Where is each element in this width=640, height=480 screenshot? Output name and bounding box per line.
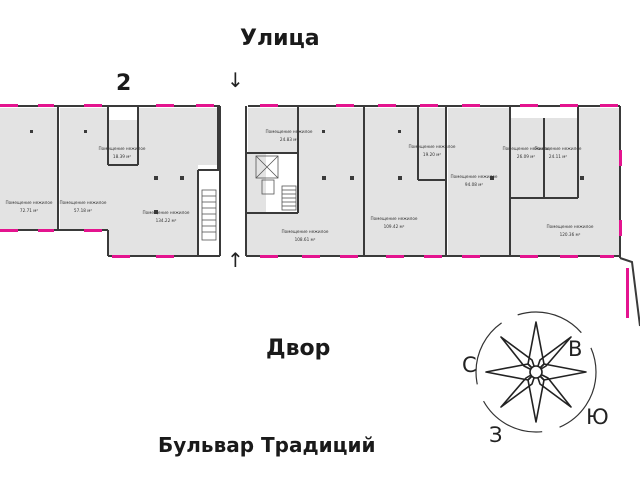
room-title-r1: Помещение нежилое <box>6 200 53 205</box>
room-title-r10: Помещение нежилое <box>503 146 550 151</box>
room-title-r5: Помещение нежилое <box>266 129 313 134</box>
room-title-r9: Помещение нежилое <box>451 174 498 179</box>
room-area-r7: 109.42 м² <box>384 224 405 229</box>
room-area-r8: 19.20 м² <box>423 152 441 157</box>
entrance-arrow-down-icon: ↓ <box>227 68 244 92</box>
room-title-r2: Помещение нежилое <box>60 200 107 205</box>
compass-east-label: В <box>568 337 583 361</box>
compass-west-label: З <box>489 423 503 447</box>
compass-south-label: Ю <box>586 405 609 429</box>
side-annex <box>619 257 640 327</box>
room-area-r3: 18.39 м² <box>113 154 131 159</box>
yard-label: Двор <box>266 336 331 361</box>
room-area-r9: 94.08 м² <box>465 182 483 187</box>
room-area-r4: 134.22 м² <box>156 218 177 223</box>
room-title-r7: Помещение нежилое <box>371 216 418 221</box>
section-number: 2 <box>116 71 132 96</box>
room-area-r12: 120.36 м² <box>560 232 581 237</box>
compass-rose <box>475 311 597 433</box>
room-title-r6: Помещение нежилое <box>282 229 329 234</box>
room-title-r11: Помещение нежилое <box>535 146 582 151</box>
room-title-r3: Помещение нежилое <box>99 146 146 151</box>
boulevard-label: Бульвар Традиций <box>158 433 376 457</box>
room-area-r10: 26.09 м² <box>517 154 535 159</box>
street-label: Улица <box>240 26 320 51</box>
room-title-r4: Помещение нежилое <box>143 210 190 215</box>
room-area-r2: 57.18 м² <box>74 208 92 213</box>
entrance-arrow-up-icon: ↑ <box>227 248 244 272</box>
windows <box>0 104 622 258</box>
room-area-r1: 72.71 м² <box>20 208 38 213</box>
room-title-r8: Помещение нежилое <box>409 144 456 149</box>
room-labels: Помещение нежилое 72.71 м² Помещение неж… <box>6 129 594 242</box>
interior-details <box>201 155 297 241</box>
room-area-r6: 108.61 м² <box>295 237 316 242</box>
room-area-r5: 24.83 м² <box>280 137 298 142</box>
room-title-r12: Помещение нежилое <box>547 224 594 229</box>
columns <box>30 130 584 214</box>
room-area-r11: 24.11 м² <box>549 154 567 159</box>
compass-north-label: С <box>462 353 477 377</box>
